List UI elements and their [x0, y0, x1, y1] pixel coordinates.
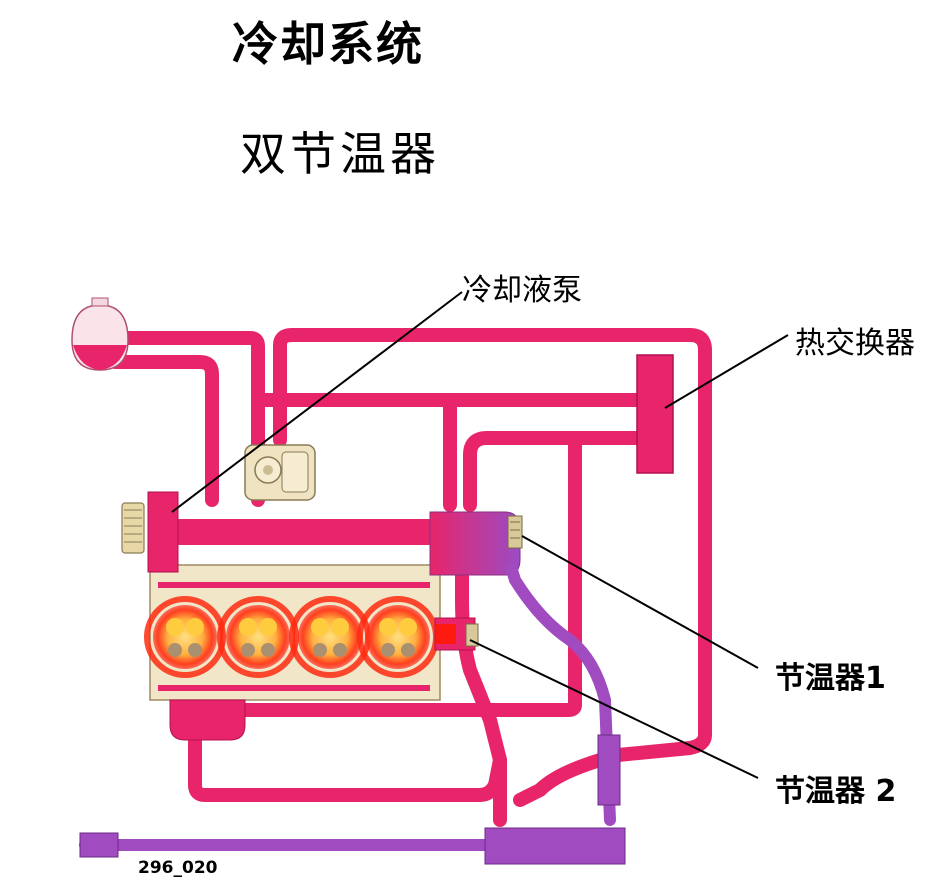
cylinder-1 — [144, 596, 226, 678]
thermostat-2-housing — [434, 617, 479, 651]
leader-heat-exchanger — [664, 334, 789, 409]
pipe-tank-top — [103, 331, 265, 387]
pipe-radiator-return — [506, 564, 616, 826]
pipe-tank-left-down — [108, 355, 219, 507]
figure-id: 296_020 — [138, 858, 218, 878]
cool-coolant-pipes — [79, 564, 616, 851]
coolant-pump — [244, 444, 316, 501]
pipe-thermo-loop — [173, 431, 582, 717]
expansion-tank — [71, 297, 129, 371]
leader-thermostat1 — [521, 535, 759, 669]
leader-pump — [171, 291, 463, 513]
label-thermostat-2: 节温器 2 — [775, 774, 897, 809]
pipe-bottom-left — [188, 723, 507, 802]
page-title: 冷却系统 — [232, 17, 424, 71]
heat-exchanger — [636, 354, 674, 474]
pipe-top-right-loop — [273, 328, 712, 742]
radiator-outlet-box — [79, 832, 119, 858]
cylinder-3 — [289, 596, 371, 678]
cylinders — [144, 596, 439, 678]
label-thermostat-1: 节温器1 — [775, 661, 886, 696]
leader-thermostat2 — [469, 639, 759, 779]
leader-lines — [171, 291, 789, 779]
label-heat-exchanger: 热交换器 — [795, 326, 915, 361]
label-coolant-pump: 冷却液泵 — [462, 273, 582, 308]
right-junction — [597, 734, 621, 806]
cylinder-2 — [217, 596, 299, 678]
page-subtitle: 双节温器 — [240, 127, 440, 181]
cylinder-4 — [357, 596, 439, 678]
bottom-junction — [484, 827, 626, 865]
